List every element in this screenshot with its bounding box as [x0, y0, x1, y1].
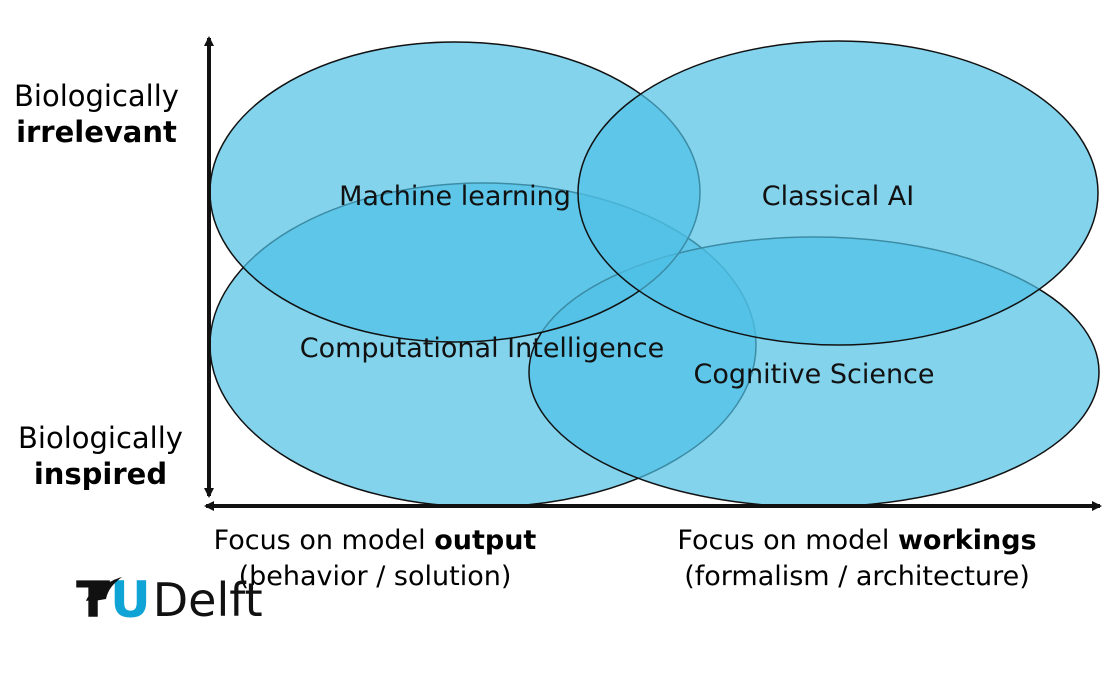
logo-delft: Delft — [152, 573, 263, 627]
x-left-line2: (behavior / solution) — [238, 561, 512, 592]
x-axis-left-caption: Focus on model output (behavior / soluti… — [210, 523, 540, 595]
y-top-line2: irrelevant — [16, 115, 177, 149]
y-top-line1: Biologically — [14, 79, 179, 113]
x-right-bold: workings — [897, 525, 1037, 556]
y-bottom-line1: Biologically — [18, 421, 183, 455]
y-bottom-line2: inspired — [33, 457, 168, 491]
x-left-prefix: Focus on model — [213, 525, 435, 556]
x-left-bold: output — [434, 525, 537, 556]
x-right-line2: (formalism / architecture) — [684, 561, 1030, 592]
y-axis-bottom-label: Biologically inspired — [18, 420, 183, 492]
tudelft-logo: T U Delft — [76, 575, 263, 625]
ellipse-classical-ai — [577, 40, 1099, 346]
label-classical-ai: Classical AI — [762, 181, 914, 212]
flame-icon — [86, 577, 122, 601]
x-right-prefix: Focus on model — [677, 525, 898, 556]
label-computational-intelligence: Computational Intelligence — [300, 333, 665, 364]
logo-u: U — [110, 571, 151, 629]
x-axis-right-caption: Focus on model workings (formalism / arc… — [662, 523, 1052, 595]
y-axis-top-label: Biologically irrelevant — [14, 78, 179, 150]
logo-t: T — [76, 571, 111, 629]
label-machine-learning: Machine learning — [339, 181, 571, 212]
label-cognitive-science: Cognitive Science — [693, 359, 934, 390]
